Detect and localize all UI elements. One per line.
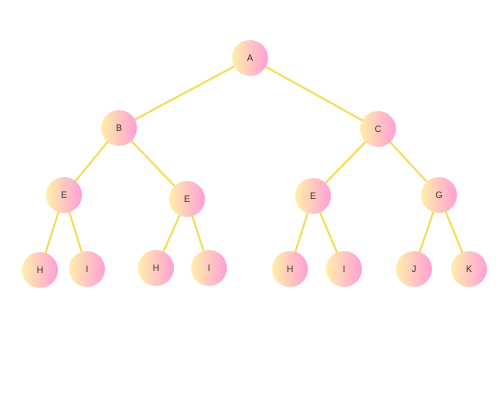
tree-node-c: C [360,111,396,147]
node-label: J [412,264,417,274]
tree-node-leaf-1: H [22,252,58,288]
node-circle [46,177,82,213]
node-label: A [247,53,253,63]
tree-node-b-e2: E [169,181,205,217]
tree-node-leaf-3: H [138,250,174,286]
node-label: I [208,263,211,273]
node-circle [169,181,205,217]
node-label: G [435,190,442,200]
node-label: E [310,191,316,201]
tree-node-leaf-4: I [191,250,227,286]
tree-node-leaf-6: I [326,251,362,287]
node-circle [101,110,137,146]
tree-node-b-e: E [46,177,82,213]
node-label: K [466,264,472,274]
tree-node-c-g: G [421,177,457,213]
tree-edges [39,57,470,271]
node-label: E [184,194,190,204]
node-label: C [375,124,382,134]
node-label: B [116,123,122,133]
tree-node-c-e: E [295,178,331,214]
tree-nodes: A B C E E E G H I H I H I J K [22,40,487,288]
tree-node-root: A [232,40,268,76]
node-label: E [61,190,67,200]
node-circle [272,251,308,287]
tree-node-b: B [101,110,137,146]
node-label: H [287,264,294,274]
edge-root-c [249,57,379,130]
node-circle [295,178,331,214]
node-circle [138,250,174,286]
node-circle [69,251,105,287]
tree-node-leaf-8: K [451,251,487,287]
tree-node-leaf-5: H [272,251,308,287]
tree-node-leaf-7: J [396,251,432,287]
node-label: H [37,265,44,275]
node-circle [326,251,362,287]
node-label: I [86,264,89,274]
node-circle [191,250,227,286]
node-circle [421,177,457,213]
node-label: H [153,263,160,273]
node-circle [396,251,432,287]
node-circle [22,252,58,288]
node-circle [451,251,487,287]
node-circle [232,40,268,76]
tree-node-leaf-2: I [69,251,105,287]
node-label: I [343,264,346,274]
edge-root-b [118,57,251,129]
node-circle [360,111,396,147]
